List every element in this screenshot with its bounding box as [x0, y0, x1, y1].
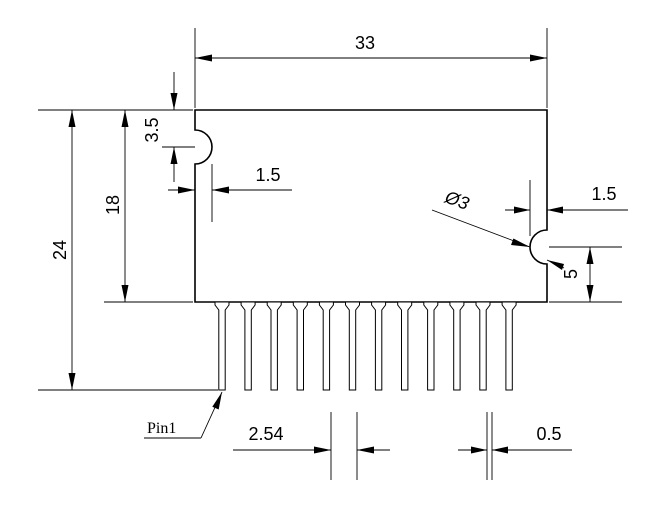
- hole-x-offset-dimension: [505, 180, 628, 236]
- pin-12: [501, 301, 517, 391]
- pin-2: [240, 301, 256, 391]
- notch-depth-dimension: [168, 164, 292, 222]
- notch-depth-label: 1.5: [255, 165, 280, 185]
- pin-width-dimension: [458, 412, 572, 480]
- package-body: [194, 109, 548, 303]
- pin-9: [423, 301, 439, 391]
- pin-width-label: 0.5: [536, 424, 561, 444]
- body-height-label: 18: [103, 195, 123, 215]
- pin-8: [397, 301, 413, 391]
- pin-7: [371, 301, 387, 391]
- pin1-label: Pin1: [147, 420, 176, 437]
- hole-x-offset-label: 1.5: [591, 184, 616, 204]
- pin-row: [214, 301, 517, 391]
- pin-3: [266, 301, 282, 391]
- body-height-dimension: [104, 110, 193, 303]
- pin-4: [292, 301, 308, 391]
- notch-offset-dimension: [162, 72, 195, 182]
- total-height-dimension: [38, 109, 218, 391]
- hole-diameter-leader: [431, 209, 565, 270]
- pin-6: [345, 301, 360, 391]
- total-height-label: 24: [50, 240, 70, 260]
- pin-5: [318, 301, 334, 391]
- width-label: 33: [355, 33, 375, 53]
- hole-y-offset-label: 5: [561, 269, 581, 279]
- pin-pitch-label: 2.54: [248, 424, 283, 444]
- pin-11: [475, 301, 491, 391]
- pin-1: [214, 301, 230, 391]
- notch-offset-label: 3.5: [142, 117, 162, 142]
- pin-pitch-dimension: [233, 412, 390, 480]
- pin1-leader: [144, 391, 223, 439]
- hole-y-offset-dimension: [549, 246, 622, 303]
- pin-10: [449, 301, 465, 391]
- width-dimension: [194, 28, 548, 108]
